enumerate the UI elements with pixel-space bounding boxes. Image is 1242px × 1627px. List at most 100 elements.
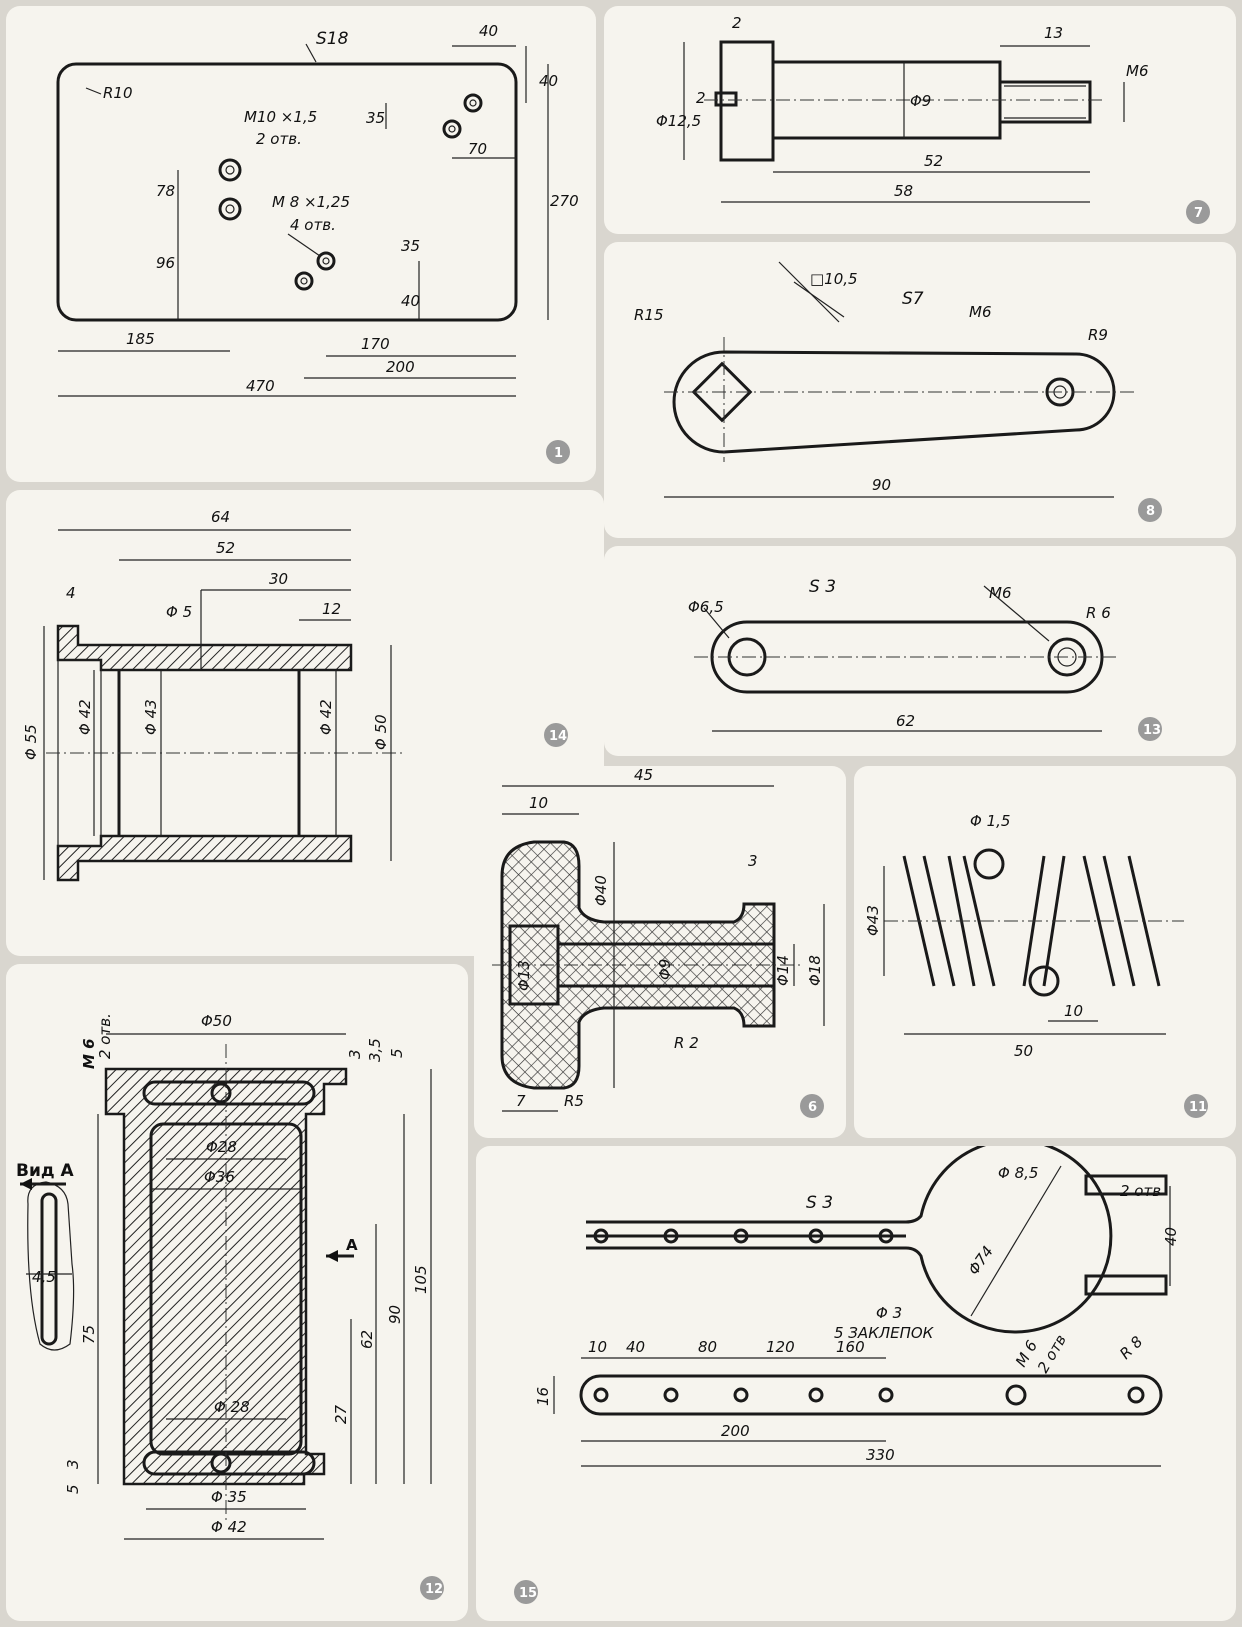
- dim-62: 62: [896, 712, 915, 730]
- dim-dia-42: Φ 42: [211, 1518, 247, 1536]
- wire-section-bottom: [1028, 965, 1060, 997]
- dim-square-10-5: □10,5: [810, 270, 858, 288]
- panel-number: 14: [549, 729, 567, 744]
- dim-30: 30: [269, 570, 288, 588]
- label-holes-b: 2 отв: [1034, 1331, 1070, 1376]
- panel-number: 6: [808, 1100, 817, 1115]
- drawing-panel-1: S18 R10 M10 ×1,5 2 отв. M 8 ×1,25 4 отв.…: [6, 6, 596, 482]
- dim-80: 80: [698, 1338, 717, 1356]
- dim-470: 470: [246, 377, 275, 395]
- label-thickness: S18: [316, 29, 349, 49]
- hole-m10-bottom: [218, 197, 242, 221]
- panel-number: 1: [554, 446, 563, 461]
- dim-70: 70: [468, 140, 487, 158]
- dim-dia-50: Φ 50: [372, 714, 390, 750]
- dim-dia-35: Φ 35: [211, 1488, 247, 1506]
- label-rivets: 5 ЗАКЛЕПОК: [834, 1324, 935, 1342]
- drawing-panel-13: Φ6,5 S 3 M6 R 6 62 13: [604, 546, 1236, 756]
- panel-number: 8: [1146, 504, 1155, 519]
- label-rivet-dia: Φ 3: [876, 1304, 902, 1322]
- dim-3-top: 3: [346, 1049, 364, 1059]
- dim-7: 7: [516, 1092, 526, 1110]
- dim-330: 330: [866, 1446, 895, 1464]
- dim-27: 27: [332, 1404, 350, 1424]
- dim-40-pitch: 40: [626, 1338, 645, 1356]
- clamp-top-view: [586, 1146, 1113, 1334]
- panel-number: 12: [425, 1582, 443, 1597]
- dim-r2: R 2: [674, 1034, 699, 1052]
- label-m6: M6: [1126, 62, 1149, 80]
- spring-drawing: Φ 1,5 Φ43 10 50 11: [864, 812, 1208, 1118]
- dim-2-top: 2: [732, 14, 742, 32]
- dim-dia-9: Φ9: [910, 92, 931, 110]
- label-arrow-a: А: [346, 1236, 358, 1254]
- label-view-a: Вид А: [16, 1161, 75, 1181]
- label-m6: M6: [989, 584, 1012, 602]
- dim-40: 40: [1162, 1227, 1180, 1246]
- dim-45: 45: [634, 766, 653, 784]
- dim-62: 62: [358, 1330, 376, 1349]
- hole-m8-4: [294, 271, 314, 291]
- dim-4-5: 4,5: [32, 1268, 56, 1286]
- shaft-drawing: 2 2 13 M6 Φ12,5 Φ9 52 58 7: [656, 14, 1210, 224]
- dim-dia-13: Φ13: [515, 960, 533, 991]
- dim-dia-28-bottom: Φ 28: [214, 1398, 250, 1416]
- drawing-panel-7: 2 2 13 M6 Φ12,5 Φ9 52 58 7: [604, 6, 1236, 234]
- dim-dia-1-5: Φ 1,5: [970, 812, 1010, 830]
- dim-dia-12-5: Φ12,5: [656, 112, 701, 130]
- dim-10: 10: [529, 794, 548, 812]
- dim-90: 90: [872, 476, 891, 494]
- dim-dia-42-left: Φ 42: [76, 699, 94, 735]
- dim-dia-74: Φ74: [965, 1243, 997, 1279]
- hole-m8-1: [463, 93, 483, 113]
- dim-52: 52: [924, 152, 943, 170]
- housing-drawing: Вид А А M 6 2 отв. Φ50 3 3,5 5 Φ28 Φ36 1…: [16, 1012, 444, 1600]
- panel-number: 7: [1194, 206, 1203, 221]
- dim-dia-40: Φ40: [592, 875, 610, 906]
- shaft-thread: [998, 80, 1092, 124]
- panel-number: 11: [1189, 1100, 1207, 1115]
- dim-52: 52: [216, 539, 235, 557]
- dim-40-top: 40: [479, 22, 498, 40]
- drawing-panel-11: Φ 1,5 Φ43 10 50 11: [854, 766, 1236, 1138]
- label-thickness: S7: [902, 289, 924, 309]
- sleeve-wall-top: [56, 624, 353, 672]
- panel-number-badge: [546, 440, 570, 464]
- label-thread-b: M 8 ×1,25: [272, 193, 350, 211]
- knob-drawing: 45 10 Φ40 3 Φ13 Φ9 Φ14 Φ18 R 2 7 R5 6: [492, 766, 825, 1118]
- dim-185: 185: [126, 330, 155, 348]
- dim-r5: R5: [564, 1092, 584, 1110]
- hole-m8-2: [442, 119, 462, 139]
- dim-dia-18: Φ18: [806, 955, 824, 986]
- slot-top: [142, 1080, 316, 1106]
- lever-drawing: □10,5 S7 R15 M6 R9 90 8: [634, 261, 1162, 522]
- view-a-outline: [27, 1181, 75, 1351]
- rivet-heads: [593, 1228, 894, 1244]
- square-hole: [691, 361, 753, 423]
- dim-10: 10: [1064, 1002, 1083, 1020]
- dim-96: 96: [156, 254, 175, 272]
- dim-r9: R9: [1088, 326, 1108, 344]
- label-thickness: S 3: [809, 577, 836, 597]
- dim-2-slot: 2: [696, 89, 706, 107]
- plate-outline: [56, 62, 518, 322]
- panel-number: 13: [1143, 723, 1161, 738]
- dim-200: 200: [721, 1422, 750, 1440]
- label-holes-a: 2 отв: [1120, 1182, 1161, 1200]
- dim-90: 90: [386, 1305, 404, 1324]
- link-drawing: Φ6,5 S 3 M6 R 6 62 13: [688, 577, 1162, 741]
- wire-section-top: [973, 848, 1005, 880]
- dim-35-upper: 35: [366, 109, 385, 127]
- dim-12: 12: [322, 600, 341, 618]
- dim-dia-55: Φ 55: [22, 724, 40, 760]
- dim-dia-50: Φ50: [201, 1012, 232, 1030]
- dim-5-bottom: 5: [64, 1484, 82, 1494]
- label-thread-a: M10 ×1,5: [244, 108, 317, 126]
- dim-r6: R 6: [1086, 604, 1111, 622]
- dim-3-bottom: 3: [64, 1459, 82, 1469]
- view-a-slot: [40, 1192, 58, 1346]
- hole-m8-3: [316, 251, 336, 271]
- dim-170: 170: [361, 335, 390, 353]
- label-thread-a-count: 2 отв.: [256, 130, 302, 148]
- dim-35-lower: 35: [401, 237, 420, 255]
